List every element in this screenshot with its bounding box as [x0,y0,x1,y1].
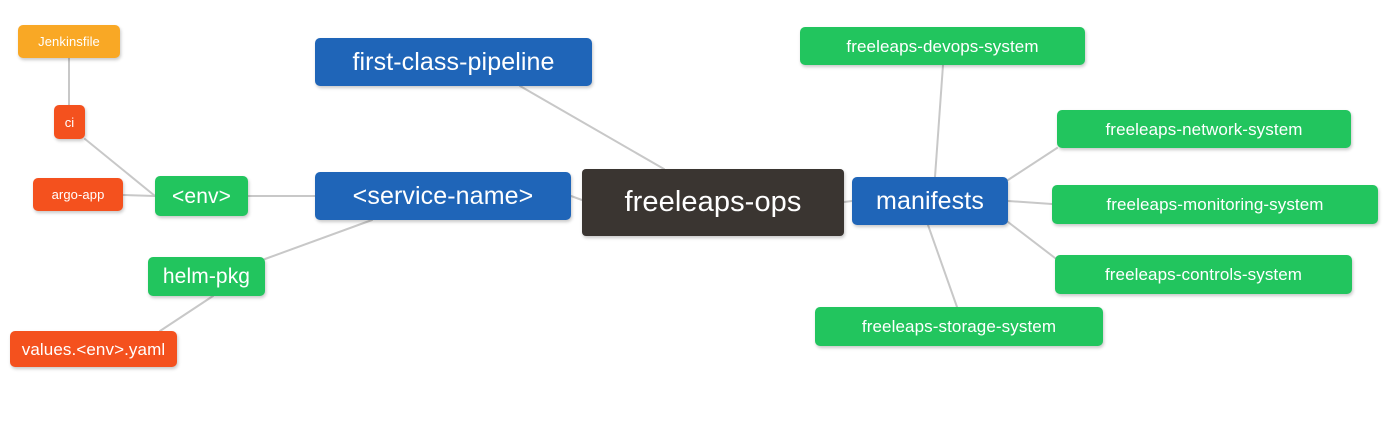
edge-controls-to-manifests [1007,221,1056,259]
node-label-helm-pkg: helm-pkg [162,265,251,288]
node-label-manifests: manifests [876,186,984,215]
node-env[interactable]: <env> [155,176,248,216]
node-label-monitoring: freeleaps-monitoring-system [1106,195,1324,214]
node-label-service-name: <service-name> [352,181,534,210]
node-manifests[interactable]: manifests [852,177,1008,225]
node-label-env: <env> [172,184,231,208]
node-label-storage: freeleaps-storage-system [861,317,1057,336]
edge-network-to-manifests [1007,147,1058,181]
node-network[interactable]: freeleaps-network-system [1057,110,1351,148]
node-argo-app[interactable]: argo-app [33,178,123,211]
node-label-ci: ci [64,114,75,130]
node-freeleaps-ops[interactable]: freeleaps-ops [582,169,844,236]
node-pipeline[interactable]: first-class-pipeline [315,38,592,86]
edge-values-yaml-to-helm-pkg [159,295,214,332]
node-helm-pkg[interactable]: helm-pkg [148,257,265,296]
node-controls[interactable]: freeleaps-controls-system [1055,255,1352,294]
node-service-name[interactable]: <service-name> [315,172,571,220]
node-values-yaml[interactable]: values.<env>.yaml [10,331,177,367]
node-label-devops: freeleaps-devops-system [846,36,1039,56]
node-label-jenkinsfile: Jenkinsfile [38,34,100,49]
edge-service-name-to-freeleaps-ops [570,195,583,201]
edge-devops-to-manifests [934,64,944,178]
node-ci[interactable]: ci [54,105,85,139]
node-label-pipeline: first-class-pipeline [352,47,555,76]
node-monitoring[interactable]: freeleaps-monitoring-system [1052,185,1378,224]
edge-helm-pkg-to-service-name [264,219,373,260]
node-label-argo-app: argo-app [51,187,105,202]
edge-freeleaps-ops-to-manifests [843,200,853,203]
node-storage[interactable]: freeleaps-storage-system [815,307,1103,346]
edge-monitoring-to-manifests [1007,200,1053,205]
edge-argo-app-to-env [122,194,156,197]
node-devops[interactable]: freeleaps-devops-system [800,27,1085,65]
node-label-values-yaml: values.<env>.yaml [21,339,166,359]
edge-storage-to-manifests [927,224,958,308]
node-label-freeleaps-ops: freeleaps-ops [624,186,802,218]
edge-pipeline-to-freeleaps-ops [519,85,665,170]
node-label-network: freeleaps-network-system [1105,119,1303,139]
node-label-controls: freeleaps-controls-system [1104,265,1303,284]
node-jenkinsfile[interactable]: Jenkinsfile [18,25,120,58]
